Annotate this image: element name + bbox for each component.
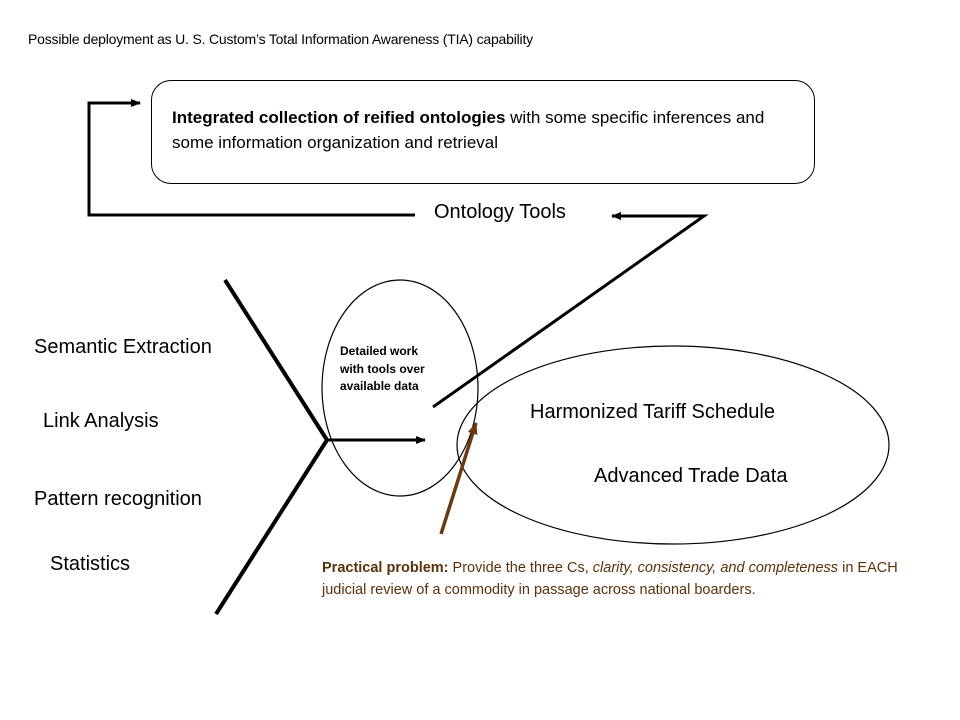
ontology-collection-rest: with some specific inferences and some i…	[172, 108, 765, 152]
data-to-tools-line	[432, 212, 709, 409]
detail-circle-label: Detailed work with tools over available …	[340, 343, 460, 396]
detail-line-1: Detailed work	[340, 344, 419, 358]
method-pattern-recognition: Pattern recognition	[34, 488, 202, 510]
practical-problem-label: Practical problem:	[322, 560, 449, 576]
ontology-tools-label: Ontology Tools	[434, 201, 566, 223]
ontology-collection-text: Integrated collection of reified ontolog…	[172, 105, 792, 155]
practical-problem-text: Practical problem: Provide the three Cs,…	[322, 558, 942, 601]
practical-problem-part1: Provide the three Cs,	[448, 560, 593, 576]
method-semantic-extraction: Semantic Extraction	[34, 336, 212, 358]
practical-problem-part2: in EACH judicial review of a commodity i…	[322, 560, 898, 598]
trade-ellipse	[456, 345, 890, 545]
detail-line-2: with tools over	[340, 361, 425, 376]
detail-line-3: available data	[340, 379, 419, 393]
ontology-collection-bold: Integrated collection of reified ontolog…	[172, 108, 506, 127]
practical-problem-arrow	[439, 422, 478, 535]
advanced-trade-data-label: Advanced Trade Data	[594, 465, 788, 487]
practical-problem-italic: clarity, consistency, and completeness	[592, 560, 839, 576]
methods-lower-branch	[214, 438, 329, 616]
detail-circle	[321, 279, 479, 497]
method-statistics: Statistics	[50, 553, 131, 575]
harmonized-tariff-schedule-label: Harmonized Tariff Schedule	[530, 401, 775, 423]
feedback-loop-line	[87, 99, 415, 217]
method-link-analysis: Link Analysis	[43, 410, 159, 432]
methods-upper-branch	[223, 278, 329, 442]
ontology-collection-box: Integrated collection of reified ontolog…	[151, 80, 815, 184]
diagram-caption: Possible deployment as U. S. Custom’s To…	[28, 31, 533, 47]
